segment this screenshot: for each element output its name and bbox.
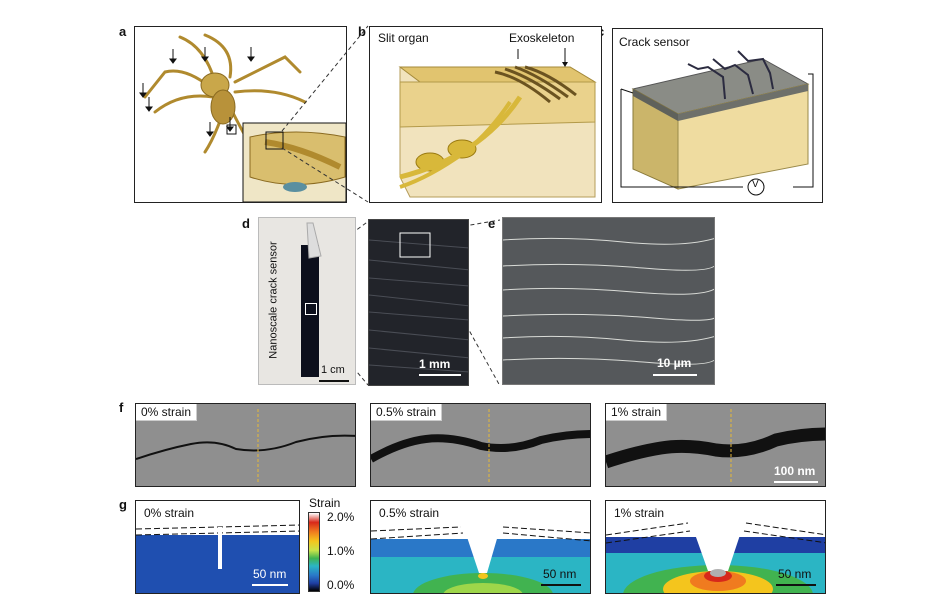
strain-field-0 (136, 524, 299, 593)
spider-panel (134, 26, 347, 203)
scale-label-10um: 10 µm (657, 356, 692, 370)
strain-colorbar (308, 512, 320, 592)
sem-crack-image: 10 µm (502, 217, 715, 385)
slit-organ-label: Slit organ (378, 31, 429, 45)
exoskeleton-label: Exoskeleton (509, 31, 575, 45)
panel-label-g: g (119, 497, 127, 512)
strain-tag-f05: 0.5% strain (371, 404, 443, 421)
scale-label-1cm: 1 cm (321, 364, 345, 376)
slit-organ-illustration (398, 49, 597, 198)
crack-sensor-label: Crack sensor (619, 35, 690, 49)
tem-0-strain: 0% strain (135, 403, 356, 487)
scale-label-g05: 50 nm (543, 567, 577, 581)
scale-label-1mm: 1 mm (419, 357, 451, 371)
panel-label-d: d (242, 216, 250, 231)
crack-sensor-panel: Crack sensor V (612, 28, 823, 203)
strain-field-1 (606, 522, 825, 593)
scale-bar-g05 (541, 584, 581, 586)
strain-map-0: 0% strain 50 nm (135, 500, 300, 594)
tweezers-icon (306, 222, 322, 259)
panel-label-b: b (358, 24, 366, 39)
strain-tag-g1: 1% strain (614, 506, 665, 520)
scale-bar-g0 (252, 584, 288, 586)
spider-illustration (139, 33, 346, 202)
colorbar-tick-mid: 1.0% (327, 544, 355, 558)
scale-label-g0: 50 nm (253, 567, 287, 581)
sensor-strip (301, 245, 319, 377)
strain-map-1: 1% strain 50 nm (605, 500, 826, 594)
scale-bar-1cm (319, 380, 349, 382)
strain-tag-g05: 0.5% strain (379, 506, 440, 520)
scale-bar-1mm (419, 374, 461, 376)
nanoscale-vertical-label: Nanoscale crack sensor (267, 241, 280, 359)
scale-label-g1: 50 nm (778, 567, 812, 581)
crack-sensor-illustration (620, 50, 814, 196)
strain-tag-f0: 0% strain (136, 404, 198, 421)
zoom-box-d (305, 303, 317, 315)
slit-organ-panel: Slit organ Exoskeleton (369, 26, 602, 203)
voltmeter-label: V (752, 179, 759, 190)
tem-1-strain: 1% strain 100 nm (605, 403, 826, 487)
panel-label-f: f (119, 400, 124, 415)
panel-label-a: a (119, 24, 127, 39)
colorbar-title: Strain (309, 496, 341, 510)
panel-label-e: e (488, 216, 496, 231)
strain-map-05: 0.5% strain 50 nm (370, 500, 591, 594)
scale-bar-g1 (776, 584, 816, 586)
sem-texture (369, 232, 468, 373)
scale-label-100nm: 100 nm (774, 464, 816, 478)
colorbar-tick-low: 0.0% (327, 578, 355, 592)
crack-lines (503, 237, 714, 365)
scale-bar-100nm (774, 481, 818, 483)
sem-low-mag: 1 mm (368, 219, 469, 386)
sensor-photo: Nanoscale crack sensor 1 cm (258, 217, 356, 385)
colorbar-tick-high: 2.0% (327, 510, 355, 524)
strain-tag-g0: 0% strain (144, 506, 195, 520)
tem-05-strain: 0.5% strain (370, 403, 591, 487)
strain-tag-f1: 1% strain (606, 404, 668, 421)
scale-bar-10um (653, 374, 697, 376)
